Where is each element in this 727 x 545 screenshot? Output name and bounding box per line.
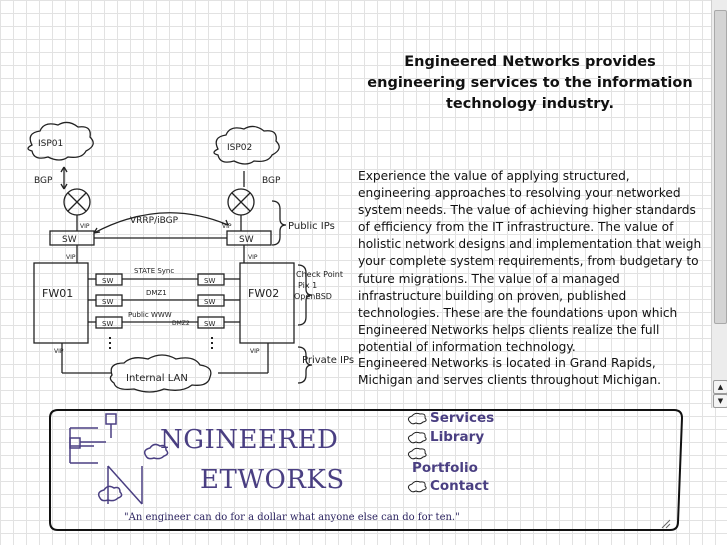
isp2-label: ISP02 xyxy=(227,143,252,153)
logo-wordmark-line1: NGINEERED xyxy=(160,425,339,455)
vip-label-bottom-right: VIP xyxy=(250,348,260,355)
pix-label: Pix 1 xyxy=(298,281,317,290)
internal-lan-label: Internal LAN xyxy=(126,373,188,384)
cloud-icon-contact xyxy=(407,480,427,493)
vip-label-fw-left: VIP xyxy=(66,254,76,261)
state-sync-label: STATE Sync xyxy=(134,267,174,275)
sw-sync-right: SW xyxy=(204,277,215,285)
network-diagram-drawing: ISP01 ISP02 BGP BGP VRRP/iBGP VIP VIP SW… xyxy=(27,121,354,393)
bgp-left-label: BGP xyxy=(34,176,53,186)
bgp-right-label: BGP xyxy=(262,176,281,186)
cloud-icon-library xyxy=(407,431,427,444)
fw01-label: FW01 xyxy=(42,287,73,300)
sw-dmz1-left: SW xyxy=(102,298,113,306)
vip-label-bottom-left: VIP xyxy=(54,348,64,355)
openbsd-label: OpenBSD xyxy=(294,292,332,301)
logo-wordmark-line2: ETWORKS xyxy=(200,465,345,495)
logo-letter-n xyxy=(107,465,143,505)
public-www-label: Public WWW xyxy=(128,311,172,319)
scroll-down-button[interactable]: ▼ xyxy=(713,394,727,408)
check-point-label: Check Point xyxy=(296,270,343,279)
isp1-label: ISP01 xyxy=(38,139,63,149)
sw-label-left: SW xyxy=(62,235,77,245)
nav-link-contact[interactable]: Contact xyxy=(430,478,489,494)
firewall-fw02 xyxy=(239,262,295,344)
logo-cloud-1 xyxy=(97,485,123,502)
private-ips-label: Private IPs xyxy=(302,355,354,366)
sw-www-right: SW xyxy=(204,320,215,328)
vip-label-top-right: VIP xyxy=(222,223,232,230)
sw-label-right: SW xyxy=(239,235,254,245)
dmz1-label: DMZ1 xyxy=(146,289,167,297)
sw-sync-left: SW xyxy=(102,277,113,285)
vrrp-label: VRRP/iBGP xyxy=(130,216,179,226)
vip-label-fw-right: VIP xyxy=(248,254,258,261)
banner: NGINEERED ETWORKS "An engineer can do fo… xyxy=(49,408,684,532)
vertical-scrollbar[interactable]: ▲ ▼ xyxy=(711,0,727,408)
logo-square-2 xyxy=(105,413,117,425)
scroll-up-button[interactable]: ▲ xyxy=(713,380,727,394)
banner-outline xyxy=(49,409,684,531)
nav-link-library[interactable]: Library xyxy=(430,429,485,445)
nav-link-services[interactable]: Services xyxy=(430,410,495,426)
sw-dmz1-right: SW xyxy=(204,298,215,306)
headline: Engineered Networks provides engineering… xyxy=(367,54,693,112)
tagline: "An engineer can do for a dollar what an… xyxy=(124,512,460,523)
cloud-icon-services xyxy=(407,412,427,425)
content-frame: ISP01 ISP02 BGP BGP VRRP/iBGP VIP VIP SW… xyxy=(22,54,702,393)
sw-www-left: SW xyxy=(102,320,113,328)
nav-link-portfolio[interactable]: Portfolio xyxy=(412,460,478,476)
network-diagram: ISP01 ISP02 BGP BGP VRRP/iBGP VIP VIP SW… xyxy=(22,121,354,393)
intro-paragraph: Experience the value of applying structu… xyxy=(358,169,702,354)
fw02-label: FW02 xyxy=(248,287,279,300)
public-ips-label: Public IPs xyxy=(288,221,335,232)
internal-lan-cloud xyxy=(109,354,212,393)
firewall-fw01 xyxy=(33,262,89,344)
cloud-icon-portfolio xyxy=(407,447,427,460)
scrollbar-thumb[interactable] xyxy=(714,10,727,324)
location-paragraph: Engineered Networks is located in Grand … xyxy=(358,356,662,388)
dmz2-label: DMZ2 xyxy=(172,320,190,327)
logo-letter-e xyxy=(69,427,98,464)
isp1-cloud xyxy=(27,121,94,161)
vip-label-top-left: VIP xyxy=(80,223,90,230)
banner-frame: NGINEERED ETWORKS "An engineer can do fo… xyxy=(0,405,727,545)
logo-cloud-2 xyxy=(143,443,169,460)
isp2-cloud xyxy=(213,125,280,165)
